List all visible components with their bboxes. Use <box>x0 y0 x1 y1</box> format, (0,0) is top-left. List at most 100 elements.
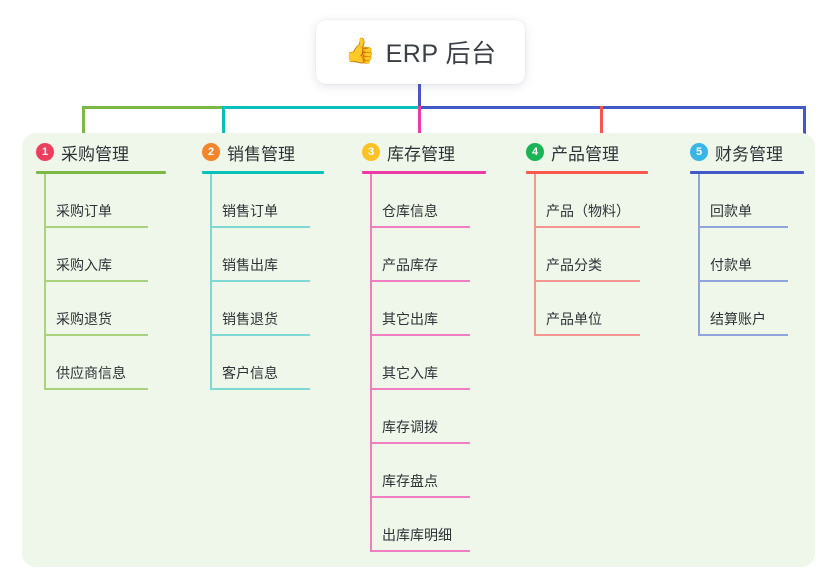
list-item[interactable]: 采购退货 <box>36 282 176 336</box>
list-item[interactable]: 产品库存 <box>362 228 494 282</box>
list-item[interactable]: 出库库明细 <box>362 498 494 552</box>
column-spine <box>210 174 212 390</box>
column-number-badge: 2 <box>202 143 220 161</box>
list-item[interactable]: 仓库信息 <box>362 174 494 228</box>
root-node-label: ERP 后台 <box>385 40 497 68</box>
list-item[interactable]: 其它入库 <box>362 336 494 390</box>
list-item-underline <box>210 334 310 336</box>
list-item-label: 其它出库 <box>382 311 438 327</box>
list-item-underline <box>370 334 470 336</box>
category-columns: 1 采购管理采购订单采购入库采购退货供应商信息 2 销售管理销售订单销售出库销售退货客… <box>22 133 815 567</box>
column-header[interactable]: 1 采购管理 <box>36 133 176 171</box>
list-item-label: 销售出库 <box>222 257 278 273</box>
column-item-list: 仓库信息产品库存其它出库其它入库库存调拨库存盘点出库库明细 <box>362 174 494 552</box>
list-item[interactable]: 销售退货 <box>202 282 332 336</box>
column-title: 采购管理 <box>61 144 129 164</box>
root-connector-stub <box>418 84 421 108</box>
bus-segment <box>222 106 418 109</box>
list-item-label: 采购退货 <box>56 311 112 327</box>
category-column-1: 1 采购管理采购订单采购入库采购退货供应商信息 <box>36 133 176 390</box>
diagram-panel <box>22 133 815 567</box>
column-header[interactable]: 4 产品管理 <box>526 133 656 171</box>
list-item-label: 产品（物料） <box>546 203 630 219</box>
list-item[interactable]: 产品分类 <box>526 228 656 282</box>
list-item[interactable]: 付款单 <box>690 228 812 282</box>
list-item-label: 仓库信息 <box>382 203 438 219</box>
bus-drop-leg <box>222 106 225 152</box>
list-item-label: 采购订单 <box>56 203 112 219</box>
list-item-label: 产品库存 <box>382 257 438 273</box>
list-item-underline <box>534 280 640 282</box>
list-item-label: 客户信息 <box>222 365 278 381</box>
list-item[interactable]: 采购订单 <box>36 174 176 228</box>
column-title: 产品管理 <box>551 144 619 164</box>
list-item-underline <box>370 280 470 282</box>
list-item-label: 回款单 <box>710 203 752 219</box>
list-item[interactable]: 采购入库 <box>36 228 176 282</box>
list-item-underline <box>370 496 470 498</box>
root-node-erp-backend[interactable]: 👍 ERP 后台 <box>316 20 525 84</box>
list-item-underline <box>210 280 310 282</box>
column-title: 库存管理 <box>387 144 455 164</box>
bus-drop-leg <box>803 106 806 152</box>
bus-drop-leg <box>418 106 421 152</box>
list-item-label: 付款单 <box>710 257 752 273</box>
column-number-badge: 1 <box>36 143 54 161</box>
list-item-underline <box>210 388 310 390</box>
list-item-label: 结算账户 <box>710 311 766 327</box>
list-item[interactable]: 库存盘点 <box>362 444 494 498</box>
column-title: 财务管理 <box>715 144 783 164</box>
column-underline <box>362 171 486 174</box>
bus-drop-leg <box>82 106 85 152</box>
list-item[interactable]: 产品（物料） <box>526 174 656 228</box>
list-item-underline <box>44 280 148 282</box>
column-spine <box>534 174 536 336</box>
bus-segment <box>600 106 805 109</box>
list-item-underline <box>698 334 788 336</box>
list-item-label: 出库库明细 <box>382 527 452 543</box>
column-underline <box>202 171 324 174</box>
category-column-2: 2 销售管理销售订单销售出库销售退货客户信息 <box>202 133 332 390</box>
list-item-underline <box>534 226 640 228</box>
column-spine <box>44 174 46 390</box>
column-title: 销售管理 <box>227 144 295 164</box>
list-item[interactable]: 销售订单 <box>202 174 332 228</box>
column-item-list: 销售订单销售出库销售退货客户信息 <box>202 174 332 390</box>
list-item[interactable]: 回款单 <box>690 174 812 228</box>
list-item-underline <box>370 388 470 390</box>
list-item-underline <box>370 226 470 228</box>
column-underline <box>690 171 804 174</box>
list-item-underline <box>210 226 310 228</box>
list-item-label: 产品单位 <box>546 311 602 327</box>
list-item-label: 库存调拨 <box>382 419 438 435</box>
column-number-badge: 5 <box>690 143 708 161</box>
list-item[interactable]: 供应商信息 <box>36 336 176 390</box>
list-item[interactable]: 客户信息 <box>202 336 332 390</box>
bus-segment <box>82 106 222 109</box>
list-item[interactable]: 其它出库 <box>362 282 494 336</box>
list-item-underline <box>44 334 148 336</box>
list-item-underline <box>44 388 148 390</box>
column-number-badge: 4 <box>526 143 544 161</box>
bus-drop-leg <box>600 106 603 152</box>
column-item-list: 产品（物料） 产品分类产品单位 <box>526 174 656 336</box>
list-item[interactable]: 产品单位 <box>526 282 656 336</box>
list-item-label: 供应商信息 <box>56 365 126 381</box>
column-header[interactable]: 2 销售管理 <box>202 133 332 171</box>
list-item[interactable]: 销售出库 <box>202 228 332 282</box>
column-item-list: 回款单付款单结算账户 <box>690 174 812 336</box>
list-item[interactable]: 库存调拨 <box>362 390 494 444</box>
list-item-label: 产品分类 <box>546 257 602 273</box>
list-item-underline <box>370 442 470 444</box>
list-item-underline <box>698 280 788 282</box>
list-item-underline <box>44 226 148 228</box>
list-item-underline <box>698 226 788 228</box>
list-item[interactable]: 结算账户 <box>690 282 812 336</box>
column-header[interactable]: 5 财务管理 <box>690 133 812 171</box>
bus-segment <box>420 106 600 109</box>
category-column-4: 4 产品管理产品（物料） 产品分类产品单位 <box>526 133 656 336</box>
thumbs-up-icon: 👍 <box>344 36 376 65</box>
column-item-list: 采购订单采购入库采购退货供应商信息 <box>36 174 176 390</box>
